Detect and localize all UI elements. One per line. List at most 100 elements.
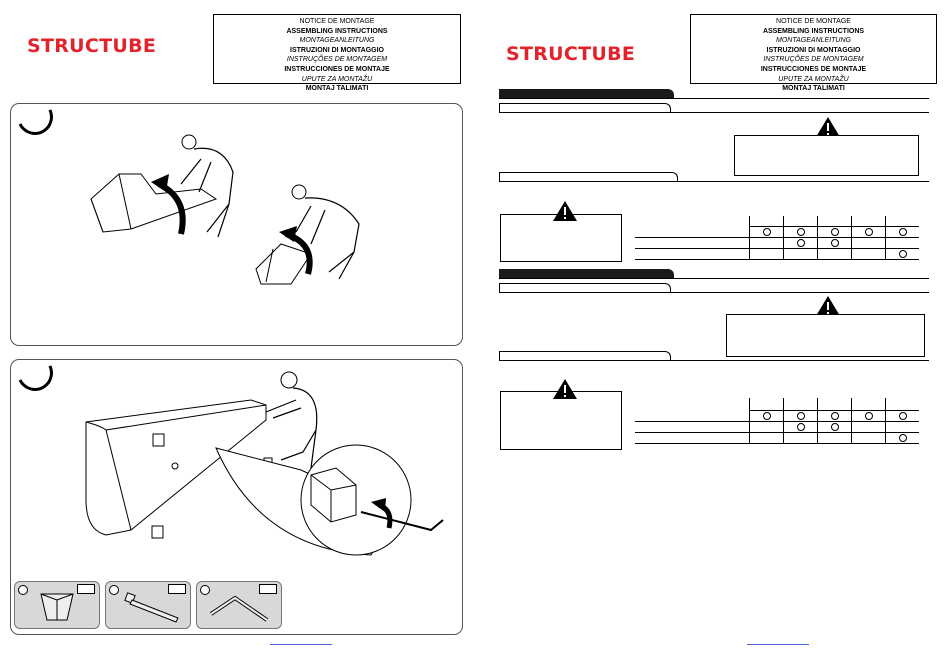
- table-cell: [783, 410, 818, 422]
- notice-line: MONTAJ TALIMATI: [782, 85, 845, 93]
- table-cell: [635, 237, 750, 249]
- table-row: [635, 237, 919, 249]
- attach-legs-illustration: [85, 371, 444, 556]
- section-1-subtab: [499, 103, 671, 113]
- table-cell: [749, 432, 784, 444]
- caution-box: [500, 214, 622, 262]
- section-2-subrule: [499, 292, 929, 293]
- table-header-cell: [885, 398, 919, 411]
- section-1-subrule-2: [499, 181, 929, 182]
- part-tile-hex-key: [196, 581, 282, 629]
- table-cell: [817, 410, 852, 422]
- table-cell: [885, 421, 919, 433]
- table-cell: [817, 432, 852, 444]
- table-cell: [635, 421, 750, 433]
- table-cell: [749, 237, 784, 249]
- warning-box: [734, 135, 919, 176]
- table-cell: [749, 248, 784, 260]
- notice-line: NOTICE DE MONTAGE: [299, 18, 375, 25]
- step-1-panel: [10, 93, 463, 346]
- warning-triangle-icon: [553, 201, 577, 221]
- warning-box: [726, 314, 925, 357]
- table-header-cell: [749, 398, 784, 411]
- check-circle-mark: [864, 412, 873, 420]
- table-cell: [851, 432, 886, 444]
- table-cell: [885, 248, 919, 260]
- table-cell: [635, 432, 750, 444]
- table-row: [635, 410, 919, 422]
- table-cell: [749, 226, 784, 238]
- flip-sofa-illustration: [90, 134, 360, 285]
- notice-line: MONTAGEANLEITUNG: [776, 37, 851, 45]
- table-header-cell: [635, 216, 750, 227]
- table-cell: [851, 248, 886, 260]
- table-cell: [817, 248, 852, 260]
- compatibility-table-1: [635, 216, 919, 260]
- notice-line: INSTRUÇÕES DE MONTAGEM: [286, 56, 388, 64]
- notice-line: NOTICE DE MONTAGE: [776, 18, 851, 25]
- table-cell: [851, 410, 886, 422]
- notice-line: ASSEMBLING INSTRUCTIONS: [762, 27, 865, 35]
- table-header-cell: [635, 398, 750, 411]
- table-header-cell: [851, 398, 886, 411]
- check-circle-mark: [898, 250, 907, 258]
- section-2-rule: [499, 278, 929, 279]
- notice-line: MONTAJ TALIMATI: [305, 85, 369, 93]
- check-circle-mark: [898, 434, 907, 442]
- notice-line: INSTRUCCIONES DE MONTAJE: [284, 65, 390, 73]
- table-cell: [817, 421, 852, 433]
- table-header-cell: [749, 216, 784, 227]
- check-circle-mark: [762, 228, 771, 236]
- part-tile-qty-box: [259, 584, 277, 594]
- brand-logo: STRUCTUBE: [27, 35, 157, 57]
- table-cell: [851, 237, 886, 249]
- part-tile-circle: [18, 585, 28, 595]
- table-row: [635, 248, 919, 260]
- check-circle-mark: [864, 228, 873, 236]
- table-cell: [749, 421, 784, 433]
- check-circle-mark: [830, 412, 839, 420]
- warning-triangle-icon: [816, 117, 840, 137]
- notice-line: ISTRUZIONI DI MONTAGGIO: [766, 46, 861, 54]
- table-cell: [635, 248, 750, 260]
- table-cell: [885, 226, 919, 238]
- warning-triangle-icon: [553, 379, 577, 399]
- table-cell: [783, 432, 818, 444]
- sofa-leg-icon: [40, 593, 74, 621]
- table-cell: [885, 410, 919, 422]
- notice-header-box: NOTICE DE MONTAGE ASSEMBLING INSTRUCTION…: [213, 14, 461, 92]
- section-2-subtab: [499, 283, 671, 293]
- section-1-header-bar: [499, 89, 674, 98]
- check-circle-mark: [898, 412, 907, 420]
- check-circle-mark: [796, 228, 805, 236]
- part-tile-qty-box: [77, 584, 95, 594]
- table-cell: [635, 410, 750, 422]
- part-tile-leg: [14, 581, 100, 629]
- bolt-icon: [124, 592, 179, 623]
- section-1-rule: [499, 98, 929, 99]
- check-circle-mark: [830, 239, 839, 247]
- table-row: [635, 226, 919, 238]
- table-cell: [783, 226, 818, 238]
- notice-line: UPUTE ZA MONTAŽU: [301, 75, 373, 83]
- table-header-cell: [817, 398, 852, 411]
- check-circle-mark: [830, 228, 839, 236]
- notice-line: UPUTE ZA MONTAŽU: [778, 75, 849, 83]
- parts-list: [14, 581, 282, 629]
- section-2-subrule-2: [499, 360, 929, 361]
- table-cell: [817, 226, 852, 238]
- check-circle-mark: [762, 412, 771, 420]
- table-header-cell: [885, 216, 919, 227]
- check-circle-mark: [830, 423, 839, 431]
- table-cell: [885, 237, 919, 249]
- part-tile-circle: [109, 585, 119, 595]
- table-cell: [783, 237, 818, 249]
- left-page: STRUCTUBE NOTICE DE MONTAGE ASSEMBLING I…: [10, 14, 463, 645]
- table-cell: [635, 226, 750, 238]
- part-tile-bolt: [105, 581, 191, 629]
- warning-triangle-icon: [816, 296, 840, 316]
- notice-line: ASSEMBLING INSTRUCTIONS: [286, 27, 388, 35]
- page-footer-link: [747, 644, 809, 645]
- right-page: STRUCTUBE NOTICE DE MONTAGE ASSEMBLING I…: [475, 0, 950, 671]
- table-header-cell: [817, 216, 852, 227]
